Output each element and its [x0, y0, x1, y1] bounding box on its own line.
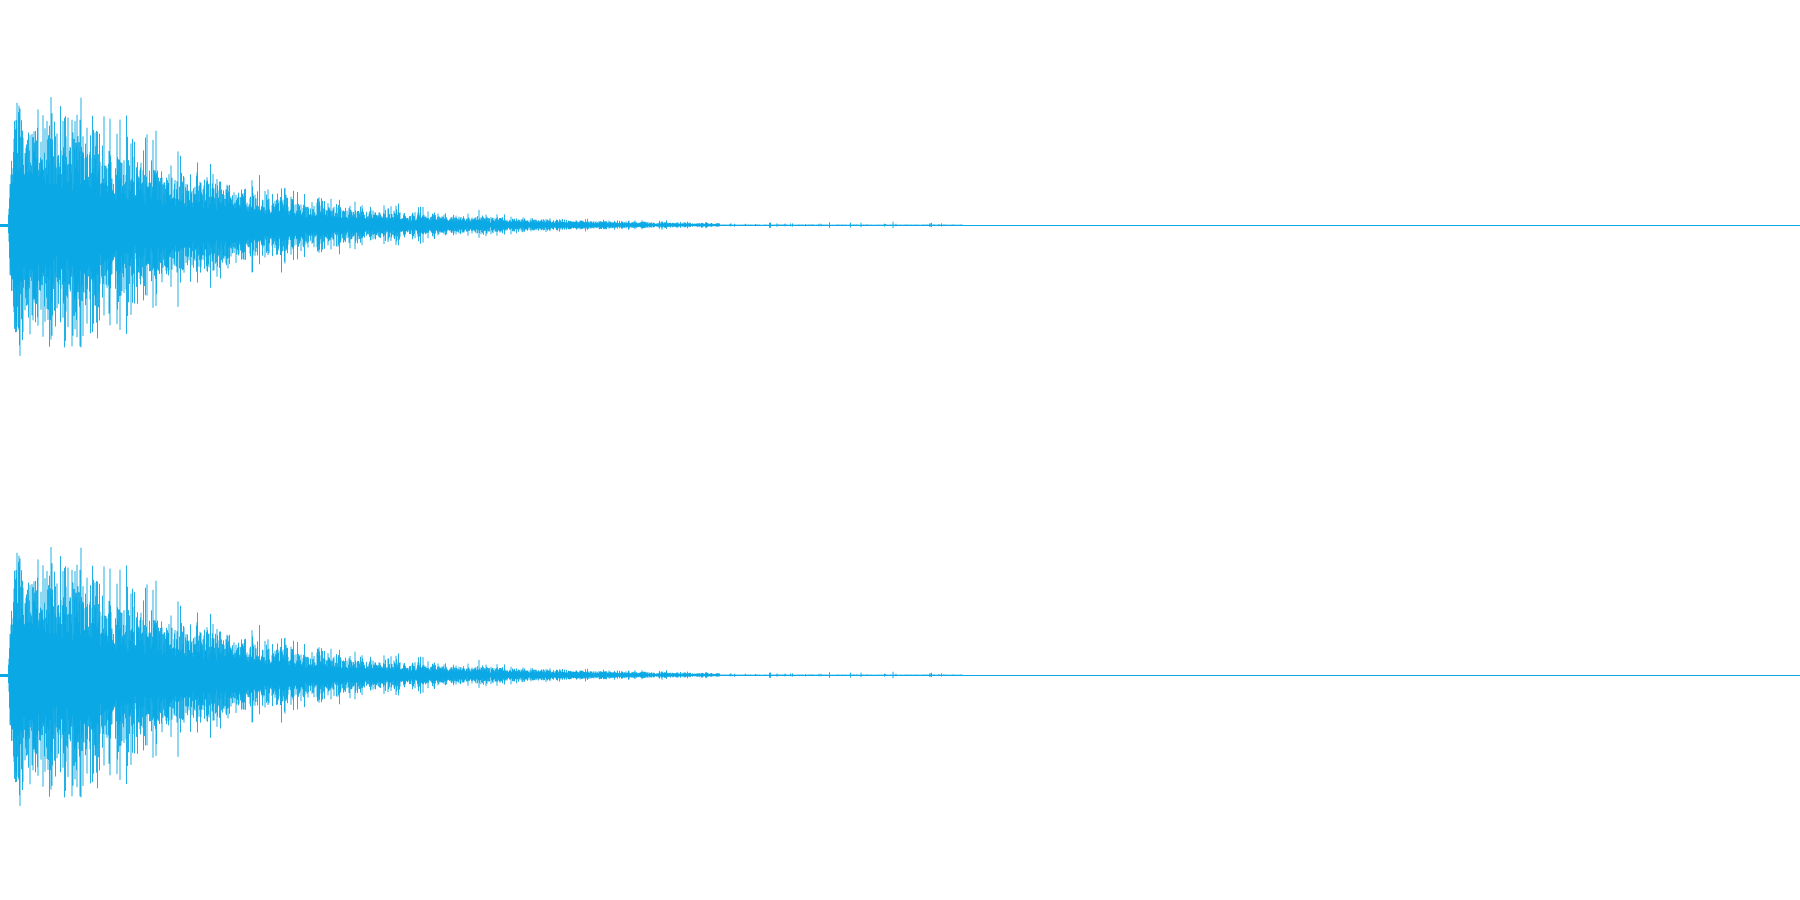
waveform-start-marker	[0, 674, 8, 677]
waveform-signal	[8, 97, 963, 356]
waveform-signal	[8, 547, 963, 806]
channel-left-waveform	[0, 97, 1800, 356]
channel-right-svg	[0, 547, 1800, 806]
waveform-start-marker	[0, 224, 8, 227]
channel-right-waveform	[0, 450, 1800, 900]
channel-left-svg	[0, 97, 1800, 356]
